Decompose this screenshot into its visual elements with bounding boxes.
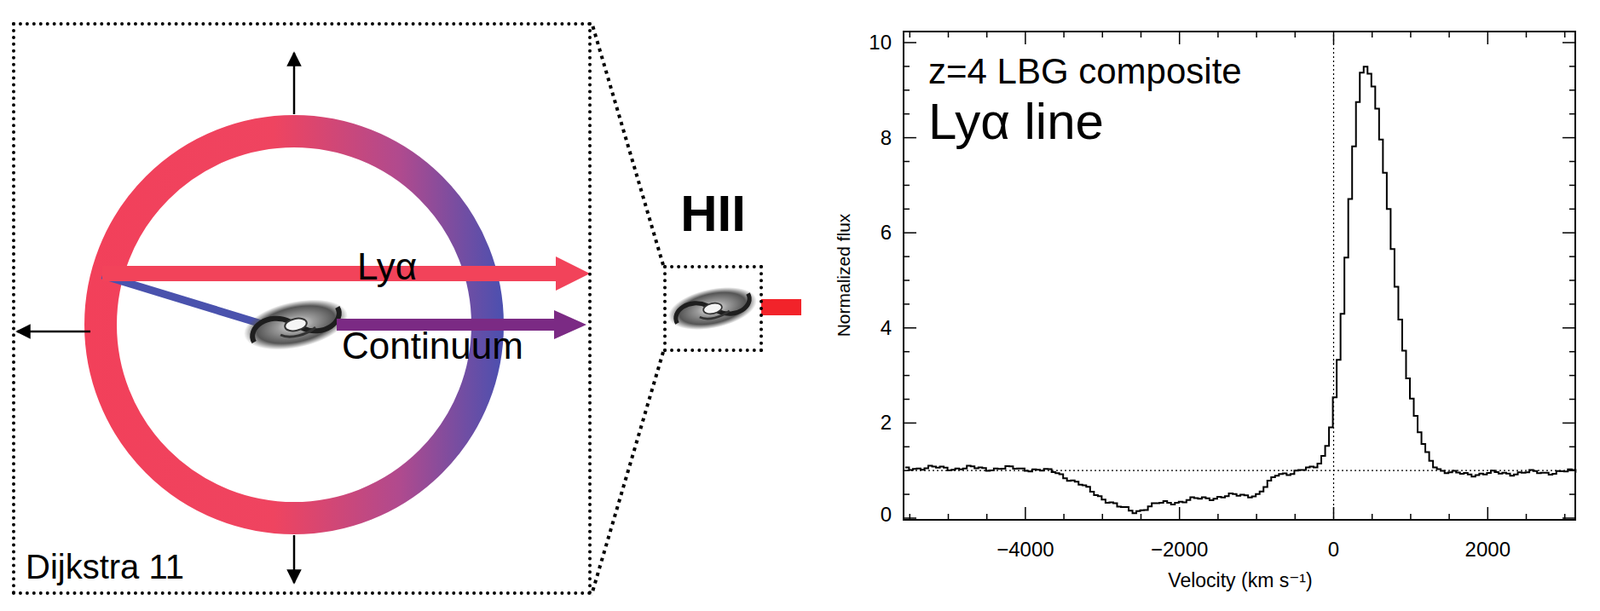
arrow-label: Lyα <box>357 245 417 289</box>
plot-title: z=4 LBG composite <box>928 51 1242 93</box>
arrow-label: Continuum <box>341 324 524 368</box>
tick-label: −4000 <box>996 537 1054 562</box>
continuum-level <box>902 470 1577 472</box>
galaxy-icon <box>239 291 353 359</box>
outflow-arrow <box>293 52 296 115</box>
zoom-panel: Dijkstra 11 <box>11 22 592 595</box>
tick-label: 10 <box>868 30 892 55</box>
spectrum-line <box>905 66 1576 514</box>
zoom-line <box>591 22 664 266</box>
plot-subtitle: Lyα line <box>928 92 1104 151</box>
galaxy-icon <box>664 280 762 338</box>
hii-region-box: HII <box>663 265 763 353</box>
axis-title: Velocity (km s⁻¹) <box>1167 569 1312 593</box>
tick-label: 2 <box>880 410 892 435</box>
credit-label: Dijkstra 11 <box>25 548 185 587</box>
axis-title: Normalized flux <box>833 213 855 338</box>
region-label: HII <box>680 184 746 243</box>
lya-escape-bar <box>761 299 802 316</box>
zoom-line <box>591 352 664 595</box>
zero-velocity-line <box>1333 30 1335 521</box>
lya-arrow <box>102 256 590 291</box>
tick-label: 8 <box>880 126 892 151</box>
tick-label: 0 <box>880 502 892 527</box>
outflow-arrow <box>293 535 296 584</box>
plot-frame: z=4 LBG compositeLyα line <box>902 30 1577 521</box>
tick-label: 4 <box>880 316 892 341</box>
incoming-photon-path <box>102 275 276 329</box>
tick-label: 6 <box>880 220 892 245</box>
tick-label: 0 <box>1328 537 1340 562</box>
outflow-arrow <box>17 330 91 334</box>
axis-ticks <box>902 30 1577 521</box>
tick-label: 2000 <box>1465 537 1511 562</box>
tick-label: −2000 <box>1150 537 1208 562</box>
